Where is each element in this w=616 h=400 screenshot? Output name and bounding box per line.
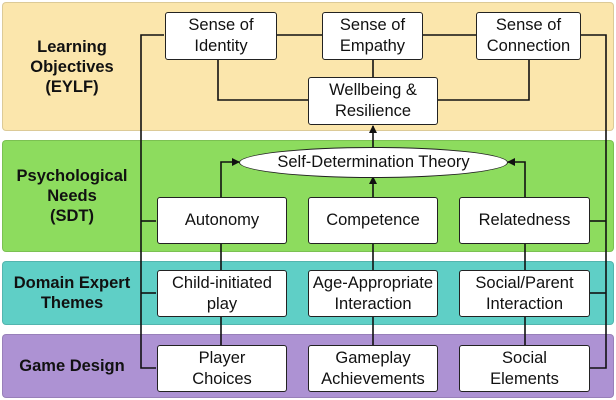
box-gameplay-achievements: Gameplay Achievements <box>308 345 438 392</box>
layer-label-psychological-needs: Psychological Needs (SDT) <box>16 167 128 225</box>
box-age-appropriate-interaction: Age-Appropriate Interaction <box>308 270 438 317</box>
box-player-choices: Player Choices <box>157 345 287 392</box>
box-competence: Competence <box>308 197 438 244</box>
layer-label-game-design: Game Design <box>19 357 125 375</box>
layer-label-learning-objectives: Learning Objectives (EYLF) <box>30 37 114 96</box>
ellipse-self-determination-theory: Self-Determination Theory <box>239 147 508 178</box>
box-sense-of-empathy: Sense of Empathy <box>322 12 423 60</box>
layer-label-domain-expert-themes: Domain Expert Themes <box>13 274 131 312</box>
box-relatedness: Relatedness <box>459 197 590 244</box>
box-social-parent-interaction: Social/Parent Interaction <box>459 270 590 317</box>
box-sense-of-connection: Sense of Connection <box>476 12 581 60</box>
box-social-elements: Social Elements <box>459 345 590 392</box>
box-sense-of-identity: Sense of Identity <box>165 12 277 60</box>
box-wellbeing-resilience: Wellbeing & Resilience <box>308 77 438 125</box>
box-child-initiated-play: Child-initiated play <box>157 270 287 317</box>
box-autonomy: Autonomy <box>157 197 287 244</box>
